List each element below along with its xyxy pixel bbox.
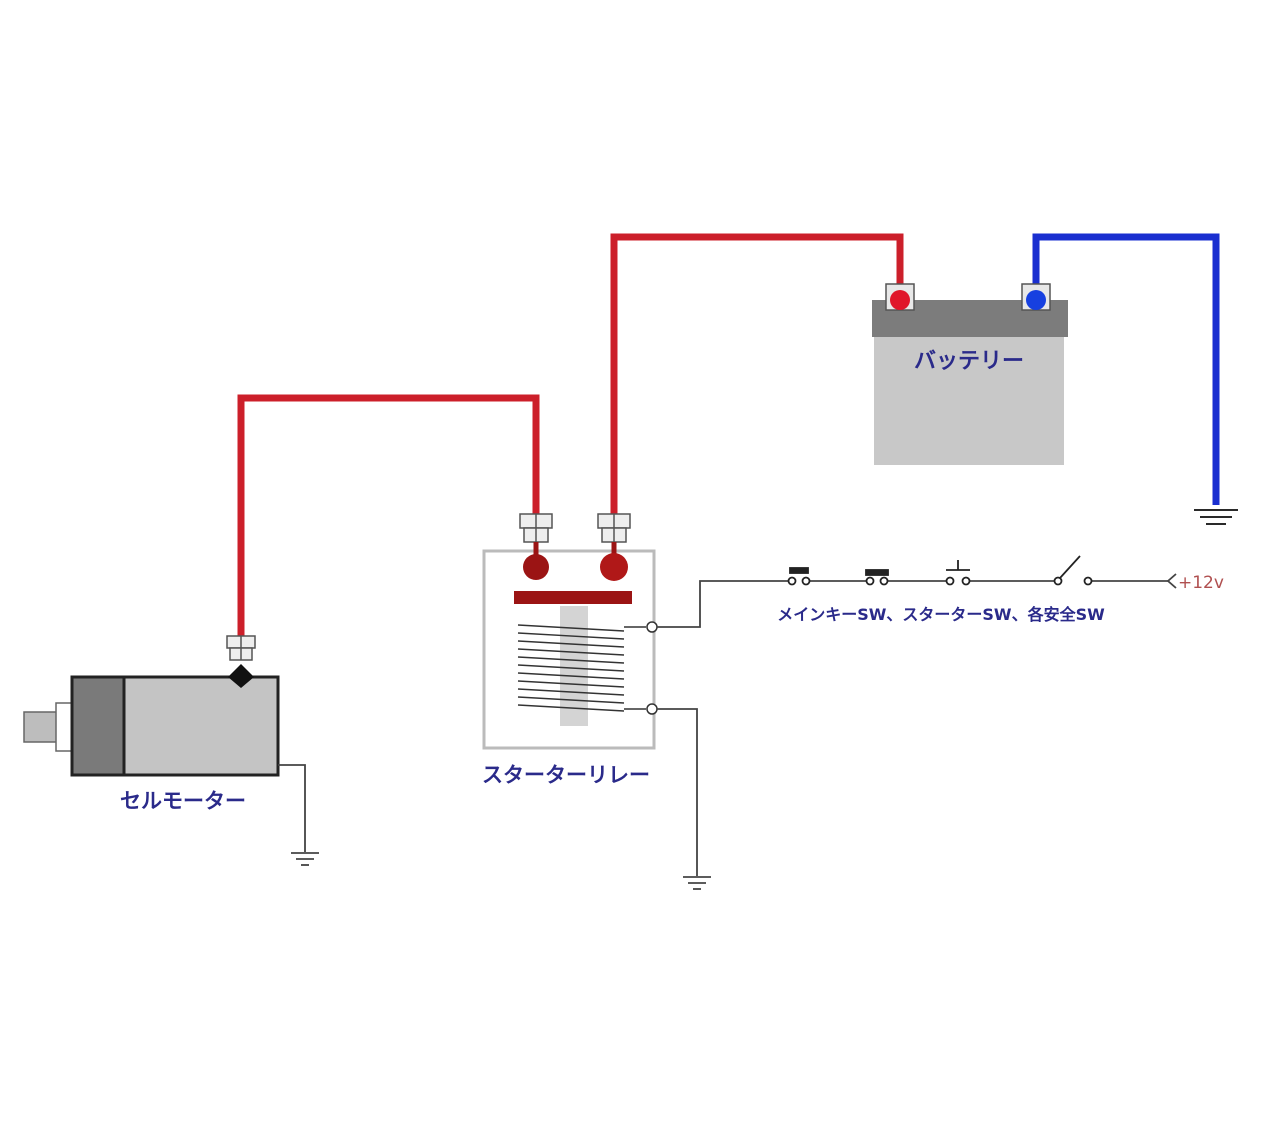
motor-flange: [55, 702, 73, 752]
supply-label: +12v: [1178, 573, 1224, 593]
toggle-switch-icon: [1053, 555, 1093, 586]
starter-motor: セルモーター: [23, 635, 280, 813]
battery-body: [874, 337, 1064, 465]
positive-cable-battery-to-relay: [610, 233, 904, 520]
motor-terminal-bolt: [226, 635, 256, 661]
relay-coil-terminal-top: [646, 621, 658, 633]
positive-cable-relay-to-motor: [237, 394, 540, 640]
relay-contact-left: [523, 554, 549, 580]
motor-shaft: [23, 711, 61, 743]
battery: バッテリー: [872, 283, 1068, 465]
relay-coil-icon: [517, 624, 625, 712]
relay-terminal-bolt-left: [519, 513, 553, 543]
battery-label: バッテリー: [914, 349, 1024, 374]
signal-wire: [657, 580, 1168, 876]
relay-contact-right: [600, 553, 628, 581]
ground-symbol-icon: [291, 852, 319, 866]
push-switch-icon: [787, 567, 811, 586]
starter-relay: スターターリレー: [482, 513, 658, 787]
ground-symbol-icon: [683, 876, 711, 890]
supply-arrow-icon: [1166, 573, 1177, 589]
motor-terminal: [228, 664, 254, 688]
motor-end-cap: [70, 675, 126, 777]
negative-cable-battery-to-ground: [1032, 233, 1220, 505]
push-switch-icon: [865, 569, 889, 586]
ground-symbol-icon: [1194, 509, 1238, 525]
motor-ground-wire: [278, 764, 306, 852]
relay-contact-plate: [514, 591, 632, 604]
starter-relay-label: スターターリレー: [482, 763, 650, 787]
push-switch-icon: [945, 560, 971, 586]
relay-terminal-bolt-right: [597, 513, 631, 543]
battery-negative-terminal: [1026, 290, 1046, 310]
relay-coil-terminal-bottom: [646, 703, 658, 715]
switches-label: メインキーSW、スターターSW、各安全SW: [777, 605, 1105, 624]
relay-plunger: [560, 606, 588, 726]
starter-motor-label: セルモーター: [120, 789, 246, 813]
battery-positive-terminal: [890, 290, 910, 310]
